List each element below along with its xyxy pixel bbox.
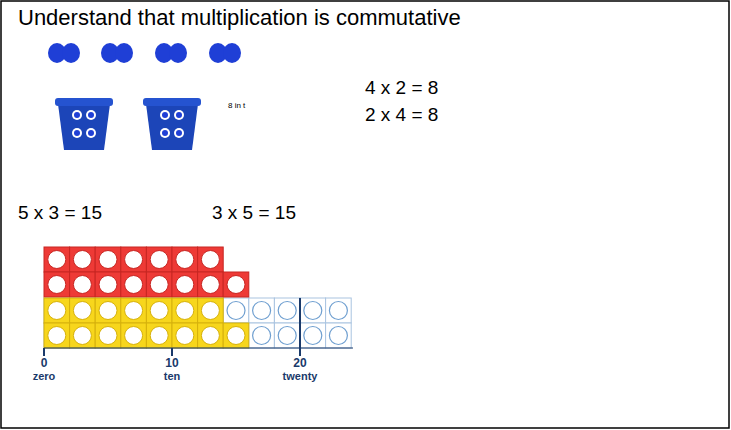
yellow-counters bbox=[44, 298, 249, 348]
scale-number: 10 bbox=[165, 357, 178, 370]
scale-word: twenty bbox=[283, 370, 318, 382]
equation: 5 x 3 = 15 bbox=[18, 203, 102, 224]
red-counters bbox=[44, 247, 249, 297]
number-track bbox=[44, 298, 351, 348]
caption-fragment: 8 in t bbox=[228, 102, 245, 111]
equation: 2 x 4 = 8 bbox=[365, 105, 438, 126]
blue-dots bbox=[48, 43, 241, 63]
scale-number: 20 bbox=[293, 357, 306, 370]
scale-number: 0 bbox=[41, 357, 48, 370]
title: Understand that multiplication is commut… bbox=[18, 6, 461, 30]
equation: 4 x 2 = 8 bbox=[365, 78, 438, 99]
scale-word: ten bbox=[164, 370, 181, 382]
equation: 3 x 5 = 15 bbox=[212, 203, 296, 224]
scale-word: zero bbox=[33, 370, 56, 382]
basket bbox=[143, 98, 201, 150]
basket bbox=[55, 98, 113, 150]
track-marks bbox=[44, 298, 353, 356]
